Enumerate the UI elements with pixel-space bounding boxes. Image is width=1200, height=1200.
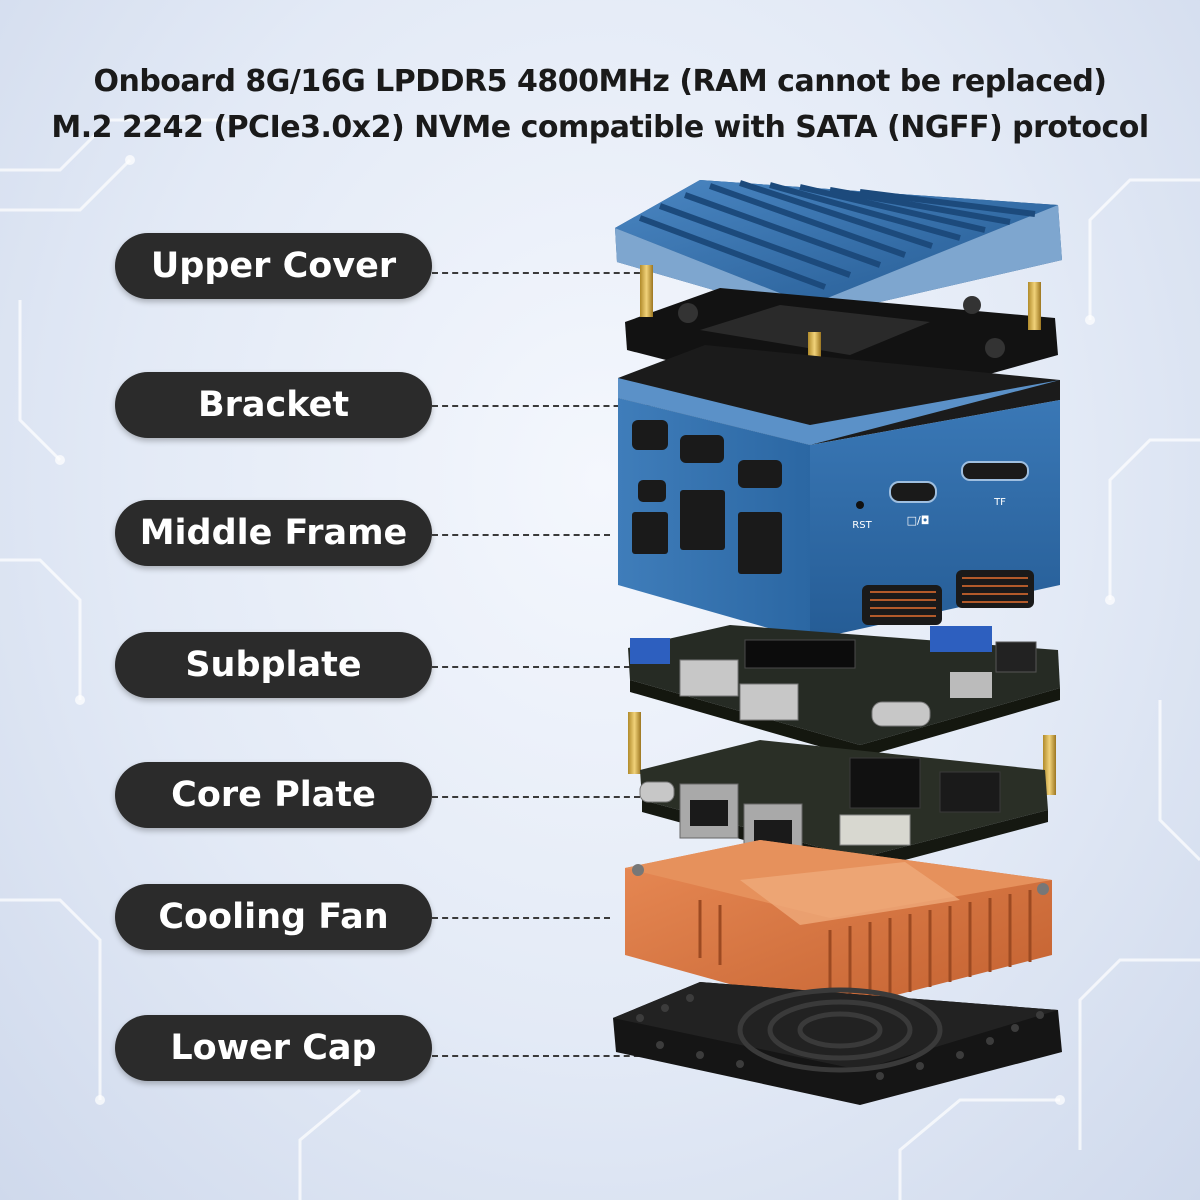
usb-c-port-opening [889,481,937,503]
leader-middle-frame [432,534,610,536]
reset-button-hole [856,501,864,509]
upper-cover-part [615,180,1062,318]
fan-grille [737,987,943,1073]
soc-chip [849,757,921,809]
leader-upper-cover [432,272,650,274]
subplate-ports [630,626,1037,727]
middle-frame-part: RST □/◘ TF [618,345,1060,640]
label-upper-cover: Upper Cover [115,233,432,299]
cooling-fan-part [625,840,1052,1012]
label-bracket: Bracket [115,372,432,438]
leader-cooling-fan [432,917,610,919]
tf-label: TF [993,497,1006,508]
display-port-label: □/◘ [907,514,930,527]
subplate-part [628,625,1060,758]
leader-bracket [432,405,670,407]
lower-cap-part [613,982,1062,1105]
label-lower-cap: Lower Cap [115,1015,432,1081]
rst-label: RST [852,520,872,531]
label-subplate: Subplate [115,632,432,698]
storage-spec-headline: M.2 2242 (PCIe3.0x2) NVMe compatible wit… [51,110,1149,145]
label-cooling-fan: Cooling Fan [115,884,432,950]
leader-lower-cap [432,1055,660,1057]
leader-subplate [432,666,630,668]
leader-core-plate [432,796,640,798]
label-core-plate: Core Plate [115,762,432,828]
ram-spec-headline: Onboard 8G/16G LPDDR5 4800MHz (RAM canno… [93,64,1107,99]
ram-chip [939,771,1001,813]
tf-slot-opening [961,461,1029,481]
label-middle-frame: Middle Frame [115,500,432,566]
